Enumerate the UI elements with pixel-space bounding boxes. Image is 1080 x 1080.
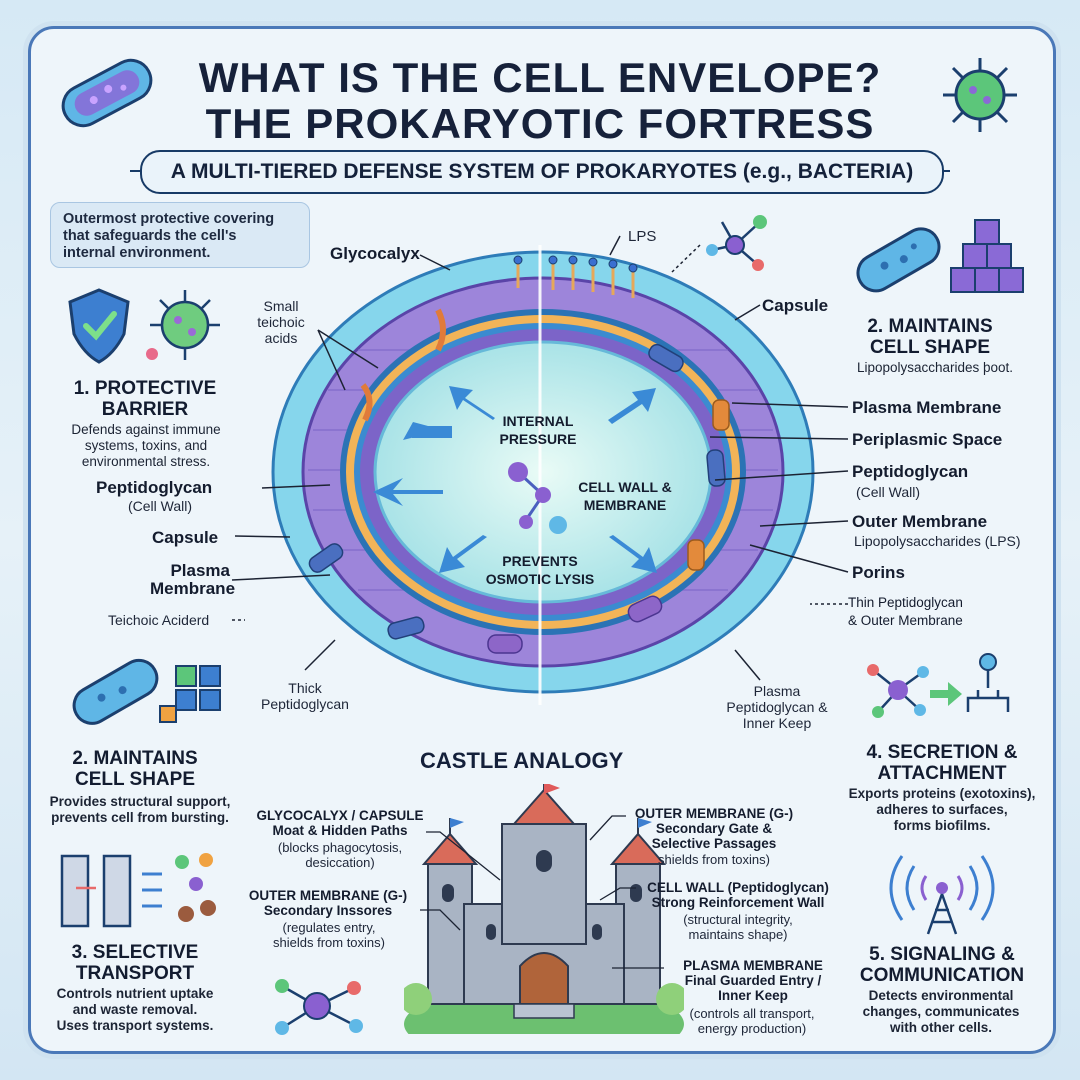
section-2r-title: 2. MAINTAINS CELL SHAPE (867, 316, 993, 358)
plasma-membrane-left-label: Plasma Membrane (150, 561, 236, 598)
bacterium-flagella-icon (72, 658, 159, 725)
teichoic-acid-label: Teichoic Aciderd (108, 612, 210, 628)
bacterium-small-icon (856, 227, 941, 293)
castle-item-5-title: PLASMA MEMBRANE Final Guarded Entry / In… (683, 958, 823, 1003)
castle-item-1-title: GLYCOCALYX / CAPSULE Moat & Hidden Paths (256, 808, 424, 838)
peptidoglycan-left-sub: (Cell Wall) (128, 498, 193, 514)
page-title-line2: THE PROKARYOTIC FORTRESS (205, 100, 875, 147)
page-subtitle: A MULTI-TIERED DEFENSE SYSTEM OF PROKARY… (140, 150, 944, 194)
blocks-icon (159, 665, 221, 723)
outer-membrane-sub: Lipopolysaccharides (LPS) (854, 533, 1021, 549)
castle-item-4-title: CELL WALL (Peptidoglycan) Strong Reinfor… (647, 880, 829, 910)
castle-item-1-desc: (blocks phagocytosis, desiccation) (277, 840, 403, 870)
castle-item-3-title: OUTER MEMBRANE (G-) Secondary Inssores (248, 888, 408, 918)
outer-membrane-label: Outer Membrane (852, 512, 988, 531)
section-2l-desc: Provides structural support, prevents ce… (49, 794, 231, 825)
castle-item-2-title: OUTER MEMBRANE (G-) Secondary Gate & Sel… (634, 806, 794, 851)
plasma-membrane-right-label: Plasma Membrane (852, 398, 1002, 417)
castle-item-3-desc: (regulates entry, shields from toxins) (273, 920, 385, 950)
intro-note: Outermost protective covering that safeg… (50, 202, 310, 268)
section-5-title: 5. SIGNALING & COMMUNICATION (859, 944, 1025, 986)
section-1-desc: Defends against immune systems, toxins, … (71, 422, 221, 469)
small-teichoic-label: Small teichoic acids (257, 298, 305, 346)
signal-tower-icon (889, 855, 995, 935)
transport-icon (60, 853, 216, 928)
thick-peptidoglycan-label: Thick Peptidoglycan (261, 680, 349, 712)
page-title-line1: WHAT IS THE CELL ENVELOPE? (198, 54, 882, 101)
section-4-title: 4. SECRETION & ATTACHMENT (866, 742, 1018, 784)
section-3-title: 3. SELECTIVE TRANSPORT (71, 942, 199, 984)
plasma-inner-label: Plasma Peptidoglycan & Inner Keep (726, 683, 828, 731)
section-2r-desc: Lipopolysaccharides þoot. (856, 360, 1014, 375)
virus-small-icon (146, 290, 220, 360)
wall-membrane-label: CELL WALL & MEMBRANE (578, 479, 672, 513)
peptidoglycan-right-sub: (Cell Wall) (856, 484, 921, 500)
section-5-desc: Detects environmental changes, communica… (862, 988, 1020, 1035)
castle-item-5-desc: (controls all transport, energy producti… (689, 1006, 815, 1036)
thin-pg-label: Thin Peptidoglycan & Outer Membrane (848, 595, 963, 628)
castle-analogy-title: CASTLE ANALOGY (420, 748, 624, 773)
section-2l-title: 2. MAINTAINS CELL SHAPE (72, 748, 198, 790)
capsule-left-label: Capsule (152, 528, 219, 547)
prevents-lysis-label: PREVENTS OSMOTIC LYSIS (485, 553, 595, 587)
periplasmic-label: Periplasmic Space (852, 430, 1003, 449)
molecule-icon-bottom (275, 979, 363, 1035)
peptidoglycan-right-label: Peptidoglycan (852, 462, 969, 481)
section-1-title: 1. PROTECTIVE BARRIER (73, 378, 217, 420)
castle-item-4-desc: (structural integrity, maintains shape) (683, 912, 793, 942)
secretion-icon (867, 653, 1010, 718)
internal-pressure-label: INTERNAL PRESSURE (499, 413, 577, 447)
porins-label: Porins (852, 563, 905, 582)
virus-icon (943, 58, 1017, 132)
cubes-icon (950, 219, 1024, 293)
castle-item-2-desc: shields from toxins) (658, 852, 770, 867)
peptidoglycan-left-label: Peptidoglycan (96, 478, 213, 497)
shield-icon (68, 288, 130, 364)
section-3-desc: Controls nutrient uptake and waste remov… (56, 986, 214, 1033)
glycocalyx-label: Glycocalyx (330, 244, 420, 263)
molecule-icon-top (706, 215, 767, 271)
cell-envelope-diagram (271, 245, 815, 705)
capsule-right-label: Capsule (762, 296, 829, 315)
bacterium-icon (61, 58, 153, 128)
lps-label: LPS (628, 228, 657, 245)
section-4-desc: Exports proteins (exotoxins), adheres to… (848, 786, 1036, 833)
